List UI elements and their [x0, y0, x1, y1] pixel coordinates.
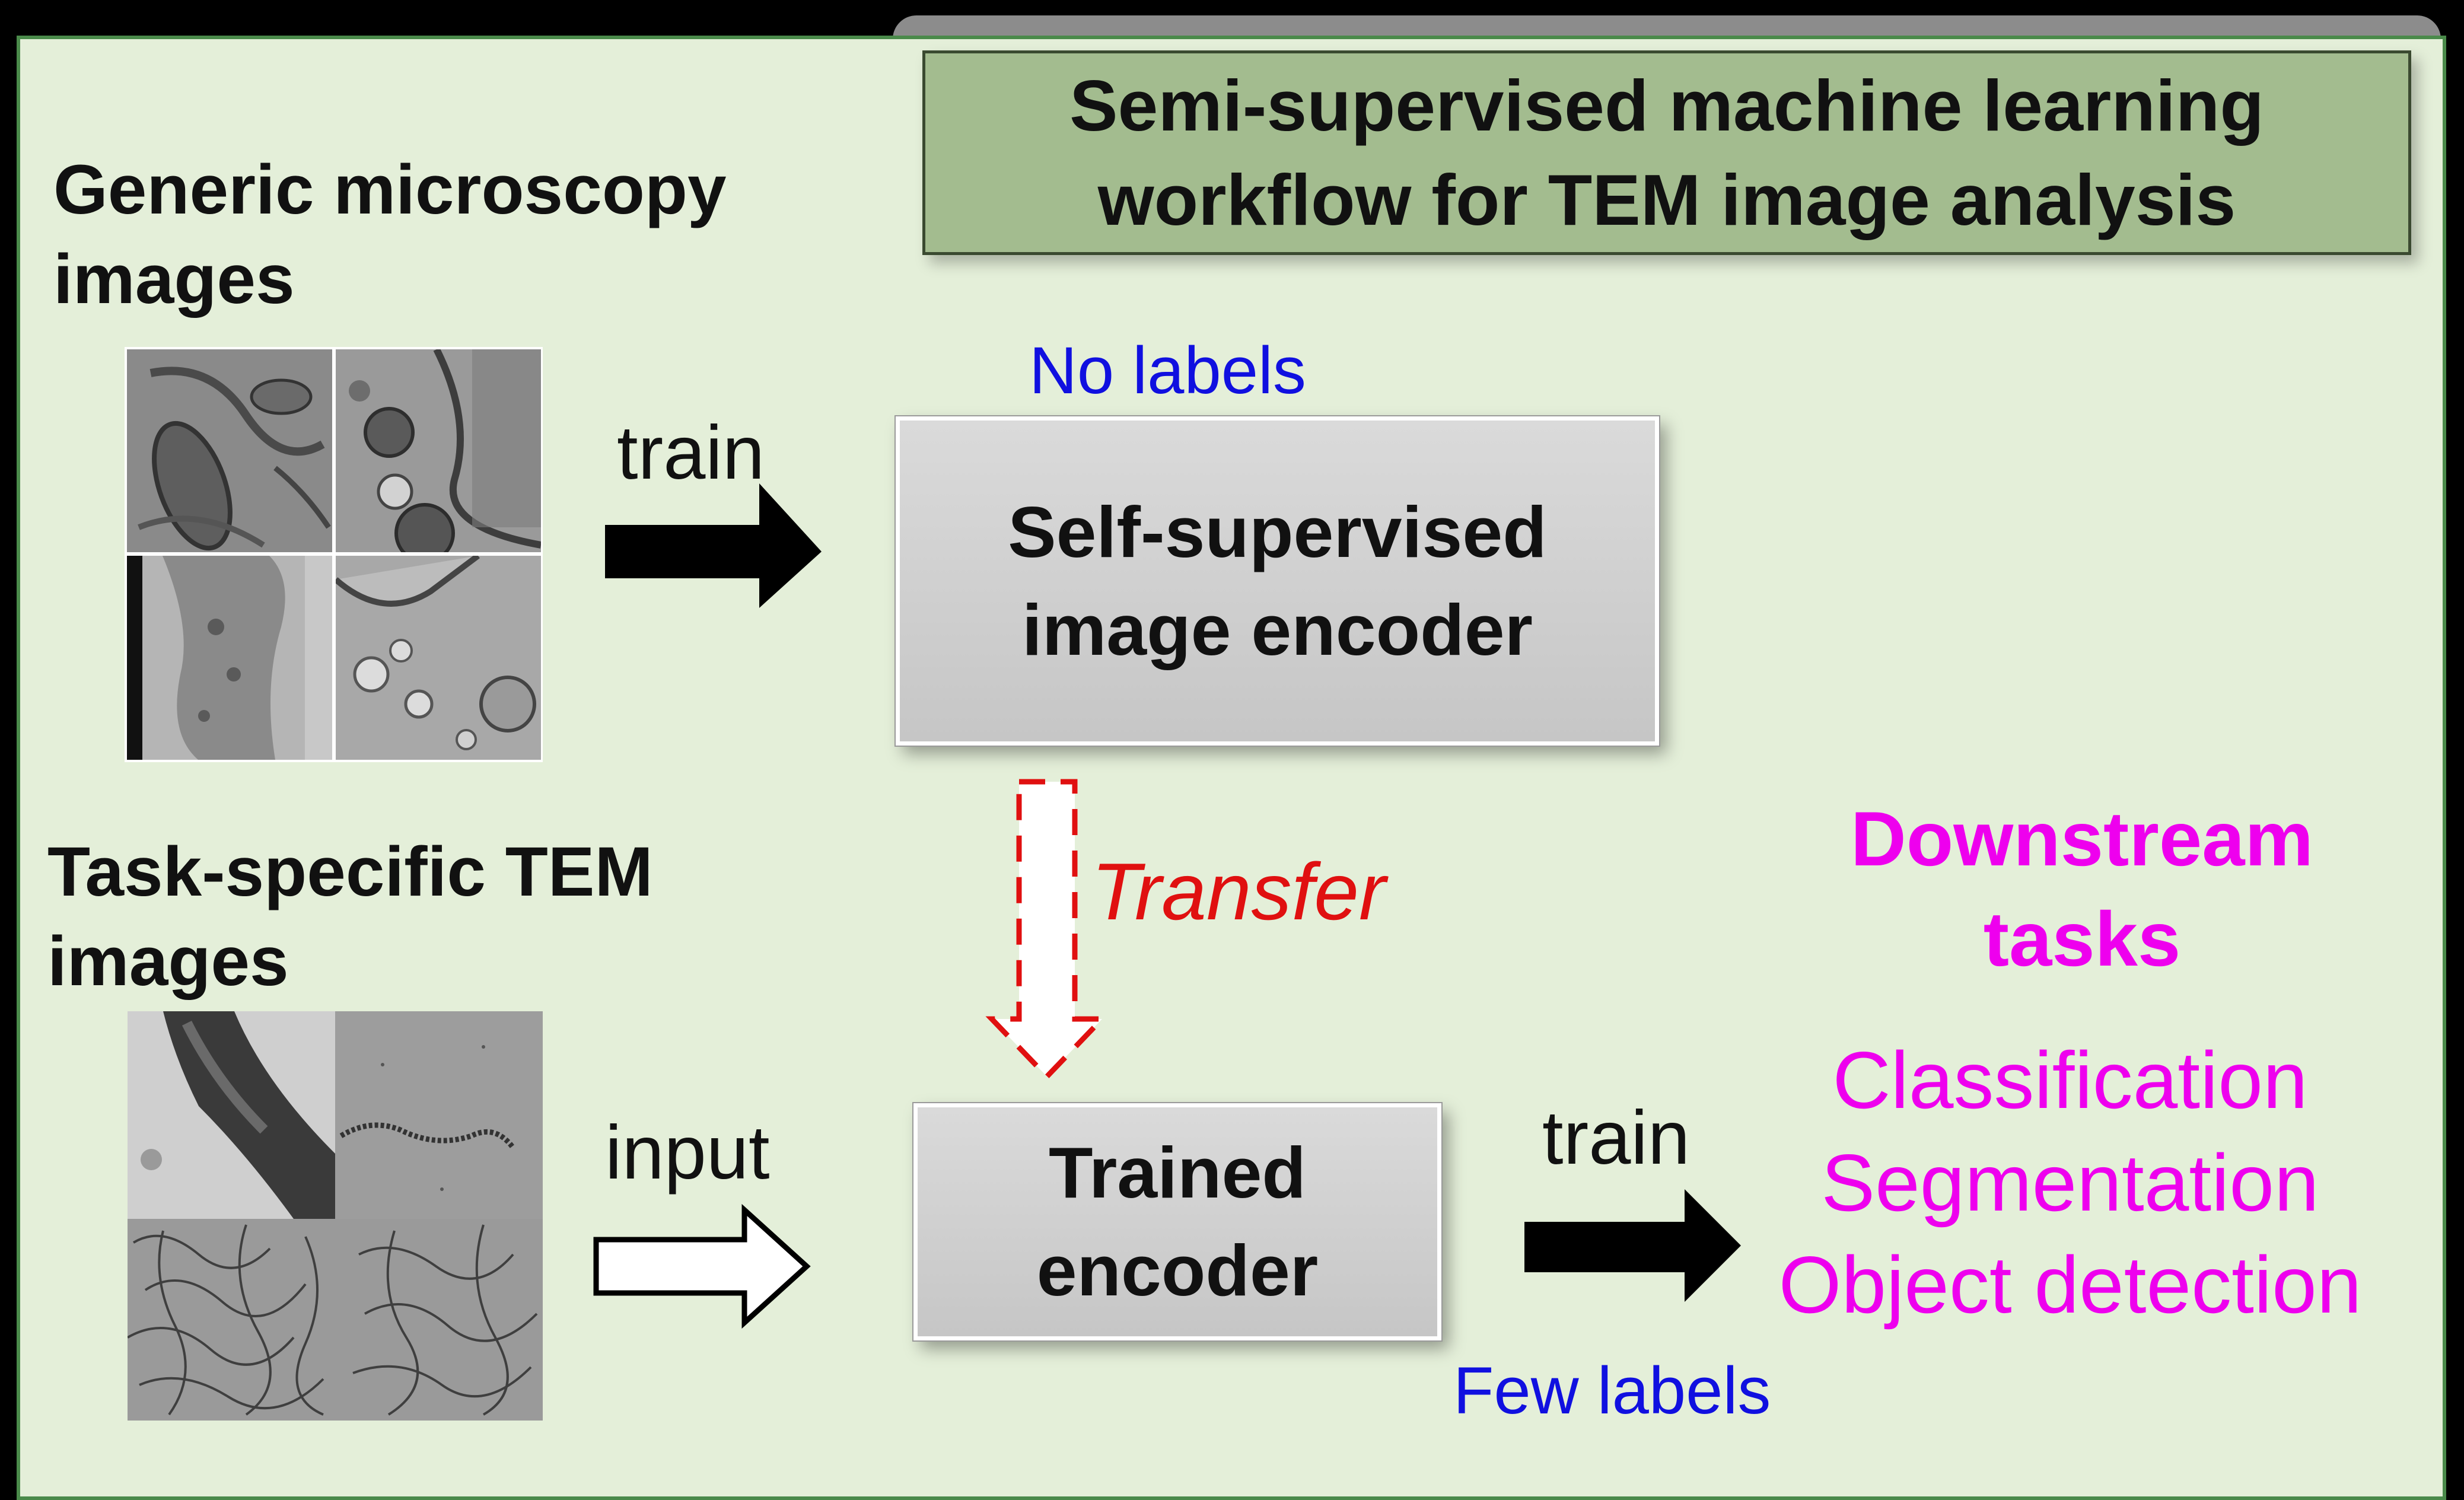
downstream-heading-line-2: tasks — [1983, 896, 2181, 982]
task-segmentation: Segmentation — [1821, 1137, 2319, 1228]
em-image-tile — [336, 556, 541, 760]
few-labels-label: Few labels — [1453, 1353, 1771, 1428]
tem-image-tile — [335, 1011, 543, 1219]
self-supervised-encoder-box: Self-supervised image encoder — [894, 415, 1660, 747]
downstream-task-list: Classification Segmentation Object detec… — [1741, 1029, 2399, 1336]
trained-encoder-line-2: encoder — [1036, 1230, 1319, 1311]
tem-image-tile — [128, 1219, 543, 1421]
task-heading-line-1: Task-specific TEM — [47, 833, 653, 911]
task-heading-line-2: images — [47, 922, 289, 1001]
generic-microscopy-mosaic — [125, 347, 543, 762]
encoder-line-2: image encoder — [1021, 589, 1533, 670]
train-arrow-label-top: train — [617, 410, 765, 495]
em-image-tile — [127, 349, 332, 552]
trained-encoder-line-1: Trained — [1049, 1132, 1306, 1214]
downstream-heading-line-1: Downstream — [1850, 795, 2314, 882]
train-arrow-label-bottom: train — [1542, 1095, 1690, 1180]
tem-image-tile — [128, 1011, 335, 1219]
encoder-line-1: Self-supervised — [1008, 491, 1547, 572]
task-images-heading: Task-specific TEM images — [47, 827, 653, 1007]
title-line-2: workflow for TEM image analysis — [1097, 159, 2236, 240]
generic-images-heading: Generic microscopy images — [53, 145, 727, 324]
no-labels-label: No labels — [1029, 333, 1306, 407]
generic-heading-line-1: Generic microscopy — [53, 151, 727, 229]
task-tem-mosaic — [128, 1011, 543, 1421]
input-arrow-label: input — [605, 1110, 770, 1195]
generic-heading-line-2: images — [53, 240, 295, 319]
downstream-tasks-heading: Downstream tasks — [1779, 789, 2385, 989]
task-object-detection: Object detection — [1778, 1240, 2362, 1330]
em-image-tile — [127, 556, 332, 760]
transfer-label: Transfer — [1091, 846, 1386, 937]
task-classification: Classification — [1832, 1035, 2308, 1125]
diagram-title: Semi-supervised machine learning workflo… — [922, 50, 2411, 255]
em-image-tile — [336, 349, 541, 552]
trained-encoder-box: Trained encoder — [912, 1102, 1443, 1342]
title-line-1: Semi-supervised machine learning — [1069, 65, 2264, 146]
